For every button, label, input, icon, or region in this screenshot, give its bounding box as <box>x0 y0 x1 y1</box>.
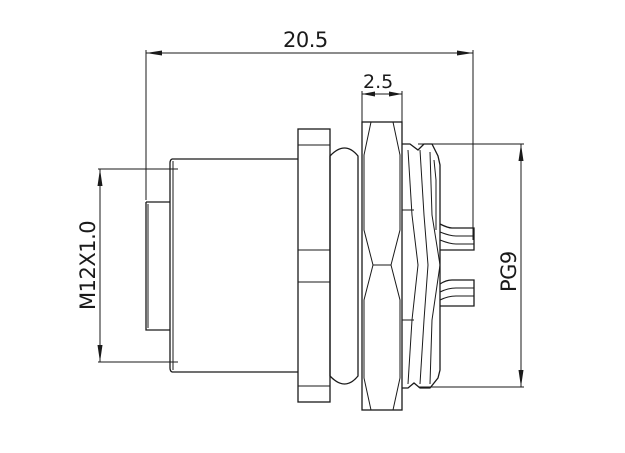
dimension-overall-length: 20.5 <box>145 28 474 240</box>
dimension-nut-width: 2.5 <box>361 71 403 122</box>
dimension-front-thread: M12X1.0 <box>76 168 178 363</box>
connector-body <box>145 121 475 411</box>
dimension-label-nut-width: 2.5 <box>363 71 393 93</box>
dimension-rear-thread: PG9 <box>418 143 524 388</box>
dimension-label-overall-length: 20.5 <box>283 28 328 52</box>
dimension-label-rear-thread: PG9 <box>497 251 521 292</box>
dimension-label-front-thread: M12X1.0 <box>76 221 100 310</box>
